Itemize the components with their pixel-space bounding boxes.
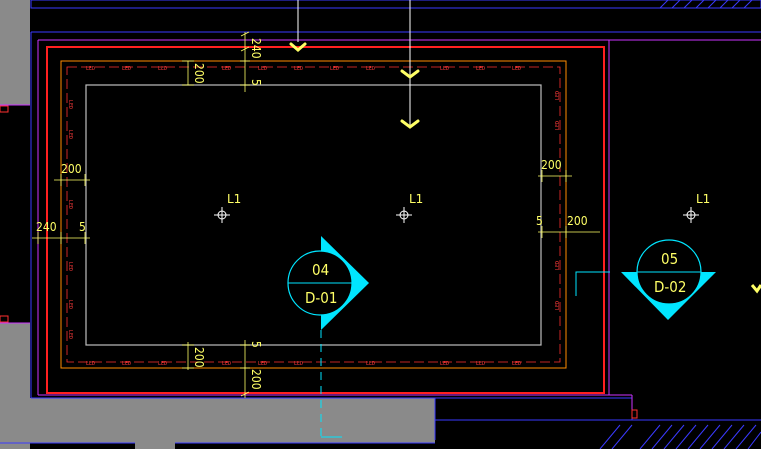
led-label: LED: [512, 66, 521, 72]
wall-bottom: [0, 398, 435, 443]
led-label: LED: [555, 91, 561, 100]
hatch-top: [659, 0, 753, 9]
led-label: LED: [476, 361, 485, 367]
led-label: LED: [67, 330, 73, 339]
led-label: LED: [555, 301, 561, 310]
led-label: LED: [476, 66, 485, 72]
led-label: LED: [258, 361, 267, 367]
led-label: LED: [258, 66, 267, 72]
dimension-label: 200: [192, 347, 206, 368]
led-label: LED: [86, 66, 95, 72]
dimension-label: 5: [536, 214, 543, 228]
wall-marker-bottom: [0, 315, 9, 323]
led-label: LED: [294, 361, 303, 367]
section-tag-04[interactable]: 04 D-01: [287, 236, 369, 440]
led-label: LED: [158, 66, 167, 72]
led-label: LED: [222, 66, 231, 72]
led-label: LED: [122, 361, 131, 367]
dimension-label: 240: [36, 220, 57, 234]
dimension-label: 5: [249, 341, 263, 348]
wall-marker-top: [0, 105, 9, 113]
room-boundary[interactable]: [46, 46, 605, 394]
wall-marker-right: [631, 409, 638, 419]
led-label: LED: [555, 261, 561, 270]
led-label: LED: [294, 66, 303, 72]
led-label: LED: [67, 100, 73, 109]
chevron-icons: [289, 42, 420, 129]
light-label: L1: [409, 192, 423, 206]
light-fixture-icon[interactable]: [683, 207, 699, 223]
section-tag-number: 04: [312, 261, 329, 279]
section-tag-number: 05: [661, 250, 678, 268]
light-fixture-icon[interactable]: [214, 207, 230, 223]
led-label: LED: [67, 300, 73, 309]
led-label: LED: [122, 66, 131, 72]
wall-bottom-strip: [135, 440, 175, 449]
chevron-down-icon: [289, 42, 307, 52]
section-tag-sheet: D-01: [305, 289, 337, 307]
section-lines: [297, 0, 411, 128]
light-label: L1: [696, 192, 710, 206]
dimension-label: 200: [192, 63, 206, 84]
led-label: LED: [86, 361, 95, 367]
dimension-label: 200: [567, 214, 588, 228]
dimension-label: 5: [79, 220, 86, 234]
section-tag-sheet: D-02: [654, 278, 686, 296]
hatch-bottom: [599, 424, 761, 449]
wall-left-upper: [0, 0, 30, 105]
led-labels-bottom: LED LED LED LED LED LED LED LED LED LED: [86, 361, 521, 367]
led-label: LED: [222, 361, 231, 367]
dimension-right: [538, 170, 600, 238]
led-labels-left: LED LED LED LED LED LED: [67, 100, 73, 339]
led-labels-right: LED LED LED LED: [555, 91, 561, 310]
led-label: LED: [440, 66, 449, 72]
dimension-left: [32, 174, 90, 244]
chevron-down-icon: [400, 69, 420, 79]
ceiling-panel[interactable]: [85, 84, 542, 346]
chevron-partial-icon: [750, 284, 761, 294]
led-label: LED: [555, 121, 561, 130]
led-label: LED: [67, 130, 73, 139]
dimension-label: 200: [541, 158, 562, 172]
led-label: LED: [67, 200, 73, 209]
led-label: LED: [366, 361, 375, 367]
light-label: L1: [227, 192, 241, 206]
led-label: LED: [67, 262, 73, 271]
led-label: LED: [440, 361, 449, 367]
led-labels-top: LED LED LED LED LED LED LED LED LED LED …: [86, 66, 521, 72]
walls: [0, 0, 435, 449]
dimension-label: 5: [249, 79, 263, 86]
led-label: LED: [366, 66, 375, 72]
magenta-lines: [0, 39, 761, 410]
offset-outline[interactable]: [60, 60, 567, 369]
section-tag-05[interactable]: 05 D-02: [575, 239, 716, 320]
led-strip[interactable]: [66, 66, 561, 363]
light-fixture-icon[interactable]: [396, 207, 412, 223]
chevron-down-icon: [400, 119, 420, 129]
dimension-top: [182, 31, 250, 92]
dimension-label: 240: [249, 38, 263, 59]
dimension-bottom: [182, 340, 250, 398]
dimension-label: 200: [249, 369, 263, 390]
led-label: LED: [158, 361, 167, 367]
dimension-label: 200: [61, 162, 82, 176]
led-label: LED: [330, 66, 339, 72]
led-label: LED: [512, 361, 521, 367]
